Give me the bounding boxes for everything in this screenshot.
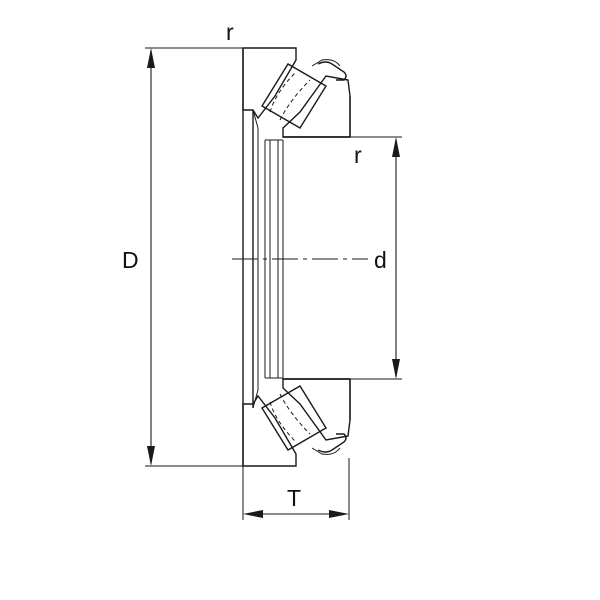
dimension-d [392,137,400,379]
dimension-T [243,510,349,518]
label-d: d [374,247,387,273]
label-r-right: r [354,142,362,168]
bottom-section [242,378,351,467]
dimension-D [147,48,155,466]
label-D: D [122,247,139,273]
extension-lines [145,47,402,520]
housing-washer [242,48,284,466]
label-r-top: r [226,19,234,45]
top-roller [261,63,327,129]
shaft-washer [283,96,351,420]
bottom-roller [261,385,327,451]
top-cage [317,61,347,81]
bottom-cage [317,433,347,453]
top-section [242,47,351,138]
label-T: T [287,485,301,511]
